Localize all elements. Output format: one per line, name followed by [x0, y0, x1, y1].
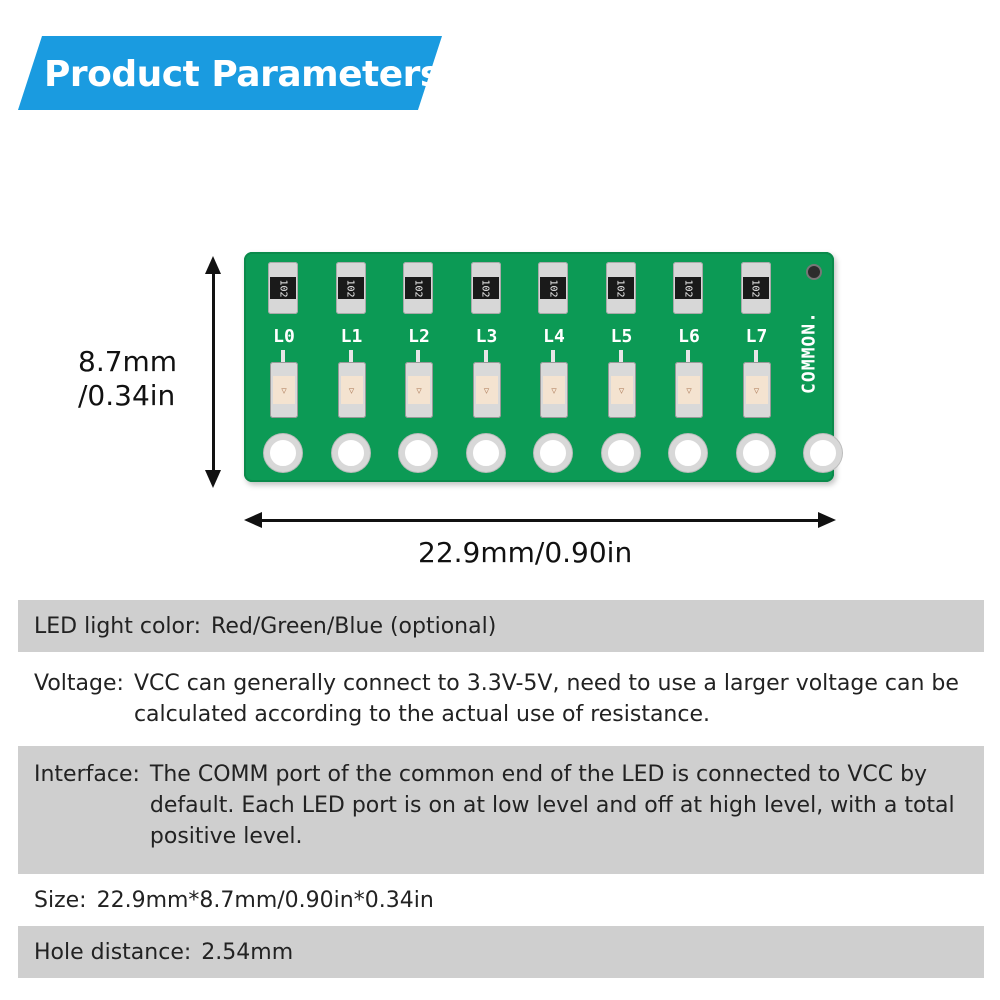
spec-row-color: LED light color: Red/Green/Blue (optiona…	[18, 600, 984, 652]
mounting-dot-icon	[806, 264, 822, 280]
led-label: L2	[408, 326, 430, 347]
spec-value: 2.54mm	[201, 939, 294, 965]
spec-table: LED light color: Red/Green/Blue (optiona…	[18, 600, 984, 978]
height-dimension-line	[212, 268, 215, 476]
resistor: 102	[538, 262, 568, 314]
spec-row-voltage: Voltage: VCC can generally connect to 3.…	[18, 652, 984, 746]
width-dimension-line	[256, 519, 822, 522]
page-title: Product Parameters	[44, 54, 441, 95]
resistor-code: 102	[750, 278, 761, 298]
trace	[416, 350, 420, 362]
smd-led: ▿	[742, 362, 771, 418]
smd-led: ▿	[270, 362, 298, 418]
resistor: 102	[268, 262, 298, 314]
resistor-code: 102	[412, 278, 424, 298]
spec-row-interface: Interface: The COMM port of the common e…	[18, 746, 984, 874]
smd-led: ▿	[607, 362, 636, 418]
spec-row-size: Size: 22.9mm*8.7mm/0.90in*0.34in	[18, 874, 984, 926]
trace	[483, 350, 488, 362]
smd-led: ▿	[405, 362, 433, 418]
led-label: L3	[475, 326, 498, 347]
pin-hole	[601, 434, 640, 472]
pin-hole	[399, 434, 437, 472]
spec-value: 22.9mm*8.7mm/0.90in*0.34in	[96, 887, 434, 913]
spec-value: VCC can generally connect to 3.3V-5V, ne…	[133, 671, 959, 727]
trace	[618, 350, 623, 362]
common-pin-hole	[804, 434, 842, 472]
spec-label: Size:	[34, 887, 87, 913]
spec-label: LED light color:	[34, 613, 202, 639]
trace	[551, 350, 555, 362]
resistor-code: 102	[345, 278, 356, 298]
trace	[753, 350, 758, 362]
resistor-code: 102	[615, 278, 626, 298]
arrow-up-icon	[205, 256, 221, 274]
smd-led: ▿	[675, 362, 703, 418]
led-label: L7	[745, 326, 768, 347]
resistor: 102	[403, 262, 433, 314]
height-mm: 8.7mm	[78, 345, 178, 378]
arrow-down-icon	[205, 470, 221, 488]
pin-hole	[736, 434, 775, 472]
arrow-right-icon	[818, 512, 836, 528]
spec-label: Hole distance:	[34, 939, 192, 965]
resistor: 102	[740, 262, 771, 314]
resistor-code: 102	[480, 278, 491, 298]
led-label: L1	[340, 326, 363, 347]
trace	[281, 350, 285, 362]
pin-hole	[264, 434, 302, 472]
resistor-code: 102	[682, 278, 694, 298]
pin-hole	[466, 434, 505, 472]
resistor: 102	[335, 262, 366, 314]
pin-hole	[669, 434, 707, 472]
resistor-code: 102	[547, 278, 559, 298]
resistor: 102	[470, 262, 501, 314]
common-channel	[792, 252, 852, 482]
smd-led: ▿	[337, 362, 366, 418]
led-label: L6	[678, 326, 700, 347]
arrow-left-icon	[244, 512, 262, 528]
spec-label: Voltage:	[34, 671, 124, 696]
width-dimension-label: 22.9mm/0.90in	[418, 536, 633, 569]
resistor: 102	[673, 262, 703, 314]
resistor: 102	[605, 262, 636, 314]
spec-label: Interface:	[34, 762, 140, 787]
resistor-code: 102	[277, 278, 289, 298]
spec-value: The COMM port of the common end of the L…	[149, 762, 955, 849]
height-in: /0.34in	[78, 379, 176, 412]
pin-hole	[534, 434, 572, 472]
smd-led: ▿	[540, 362, 568, 418]
trace	[348, 350, 353, 362]
trace	[686, 350, 690, 362]
led-label: L4	[543, 326, 565, 347]
smd-led: ▿	[472, 362, 501, 418]
spec-value: Red/Green/Blue (optional)	[211, 613, 497, 639]
spec-row-hole-distance: Hole distance: 2.54mm	[18, 926, 984, 978]
led-label: L0	[273, 326, 295, 347]
pin-hole	[331, 434, 370, 472]
height-dimension-label: 8.7mm /0.34in	[78, 345, 177, 413]
led-label: L5	[610, 326, 633, 347]
